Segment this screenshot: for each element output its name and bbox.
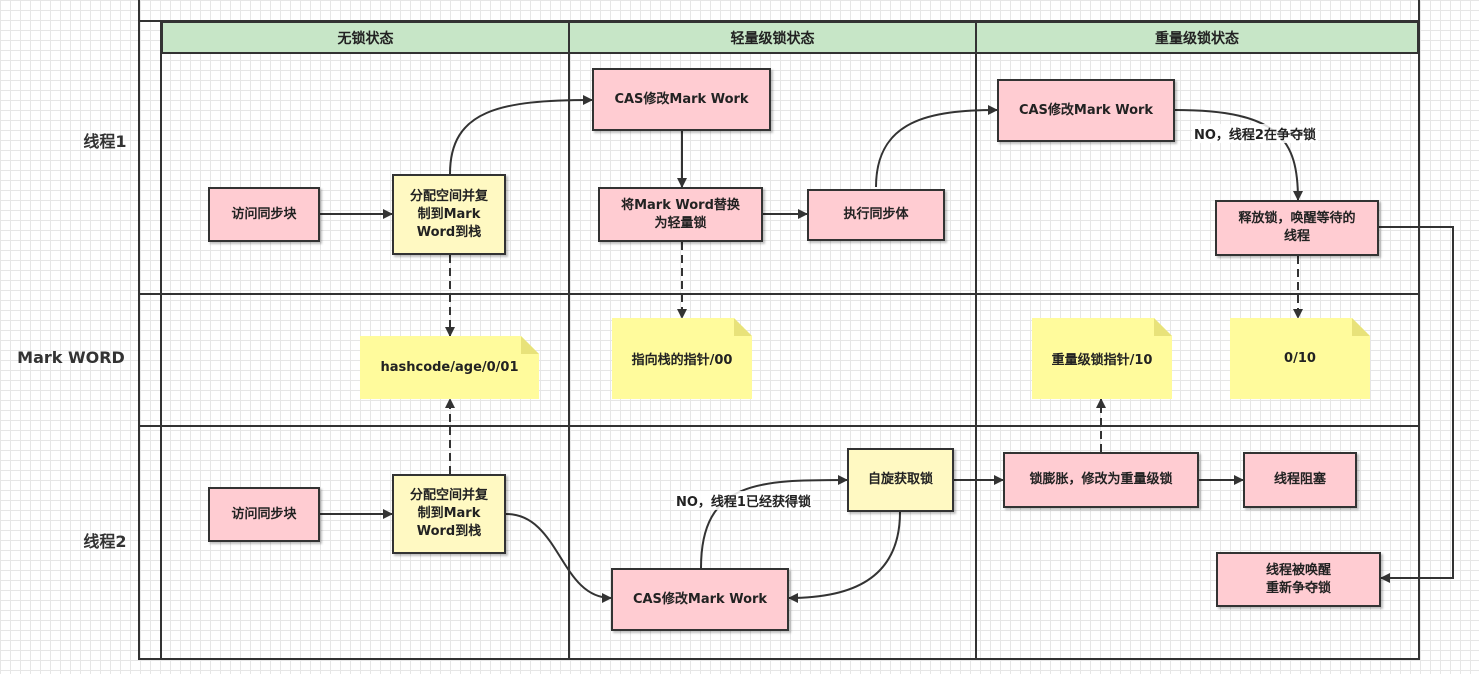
edge-t2-alloc-to-cas [505, 513, 612, 603]
mark-word-lightweight-note: 指向栈的指针/00 [612, 318, 752, 399]
mark-word-heavyweight-note: 重量级锁指针/10 [1032, 318, 1172, 399]
t1-cas-lightweight: CAS修改Mark Work [592, 68, 771, 131]
edge-t1-alloc-to-cas-light [449, 95, 593, 175]
column-header-heavyweight-lock: 重量级锁状态 [975, 21, 1419, 54]
lane-label-thread1: 线程1 [83, 132, 127, 151]
t1-execute-sync-body: 执行同步体 [807, 189, 945, 241]
mark-word-no-lock-note: hashcode/age/0/01 [360, 336, 539, 399]
mark-word-zero-note: 0/10 [1230, 318, 1370, 399]
t2-allocate-copy-step: 分配空间并复 制到Mark Word到栈 [392, 474, 506, 554]
t1-replace-mark-word: 将Mark Word替换 为轻量锁 [598, 187, 763, 242]
t2-spin-acquire: 自旋获取锁 [847, 448, 954, 512]
edge-t1-exec-to-cas-heavy [875, 105, 998, 188]
t1-allocate-copy-step: 分配空间并复 制到Mark Word到栈 [392, 174, 506, 255]
t1-access-sync-block: 访问同步块 [208, 187, 320, 242]
t2-access-sync-block: 访问同步块 [208, 487, 320, 542]
t2-thread-blocked: 线程阻塞 [1243, 452, 1357, 508]
column-header-lightweight-lock: 轻量级锁状态 [568, 21, 977, 54]
lane-label-mark-word: Mark WORD [17, 348, 125, 367]
edge-release-to-woken [1379, 226, 1454, 583]
t2-thread-woken: 线程被唤醒 重新争夺锁 [1216, 552, 1381, 607]
edge-t2-spin-to-cas [788, 511, 901, 603]
t2-cas-lightweight: CAS修改Mark Work [611, 568, 789, 631]
column-header-no-lock: 无锁状态 [161, 21, 570, 54]
t1-release-lock: 释放锁，唤醒等待的 线程 [1215, 200, 1379, 256]
t1-cas-heavyweight: CAS修改Mark Work [997, 79, 1175, 142]
edge-label-thread2-contending: NO，线程2在争夺锁 [1192, 124, 1318, 143]
lane-label-thread2: 线程2 [83, 532, 127, 551]
t2-lock-inflation: 锁膨胀，修改为重量级锁 [1003, 452, 1199, 508]
edge-label-thread1-acquired: NO，线程1已经获得锁 [674, 491, 813, 510]
